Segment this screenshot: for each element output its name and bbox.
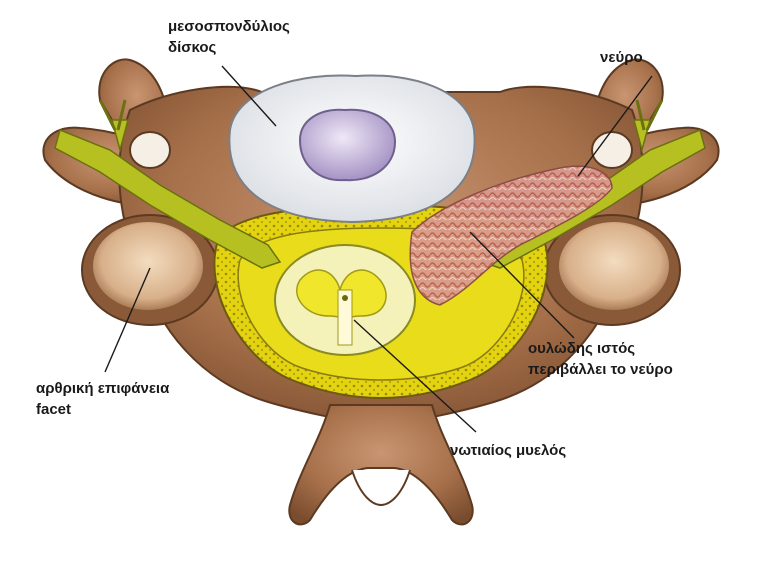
label-line: περιβάλλει το νεύρο bbox=[528, 361, 673, 378]
label-line: αρθρική επιφάνεια bbox=[36, 380, 170, 397]
label-nerve: νεύρο bbox=[600, 47, 643, 68]
label-line: δίσκος bbox=[168, 39, 217, 56]
facet-joint-right bbox=[543, 214, 681, 326]
label-facet: αρθρική επιφάνεια facet bbox=[36, 378, 169, 420]
label-line: νωτιαίος μυελός bbox=[450, 442, 567, 459]
intervertebral-disc bbox=[228, 74, 476, 224]
leader-scar bbox=[469, 231, 575, 339]
spinal-cord bbox=[274, 244, 416, 356]
label-line: μεσοσπονδύλιος bbox=[168, 18, 290, 35]
label-spinal-cord: νωτιαίος μυελός bbox=[450, 440, 566, 461]
label-line: facet bbox=[36, 401, 72, 418]
label-line: νεύρο bbox=[600, 49, 643, 66]
nerve-left bbox=[54, 99, 282, 269]
leader-cord bbox=[353, 319, 477, 433]
label-line: ουλώδης ιστός bbox=[528, 340, 636, 357]
label-intervertebral-disc: μεσοσπονδύλιος δίσκος bbox=[168, 16, 290, 58]
scar-tissue bbox=[409, 165, 613, 306]
leader-disc bbox=[221, 65, 277, 127]
leader-nerve bbox=[577, 75, 653, 177]
leader-lines bbox=[104, 65, 653, 433]
label-scar-tissue: ουλώδης ιστός περιβάλλει το νεύρο bbox=[528, 338, 673, 380]
facet-joint-left bbox=[81, 214, 219, 326]
leader-facet bbox=[104, 267, 151, 373]
